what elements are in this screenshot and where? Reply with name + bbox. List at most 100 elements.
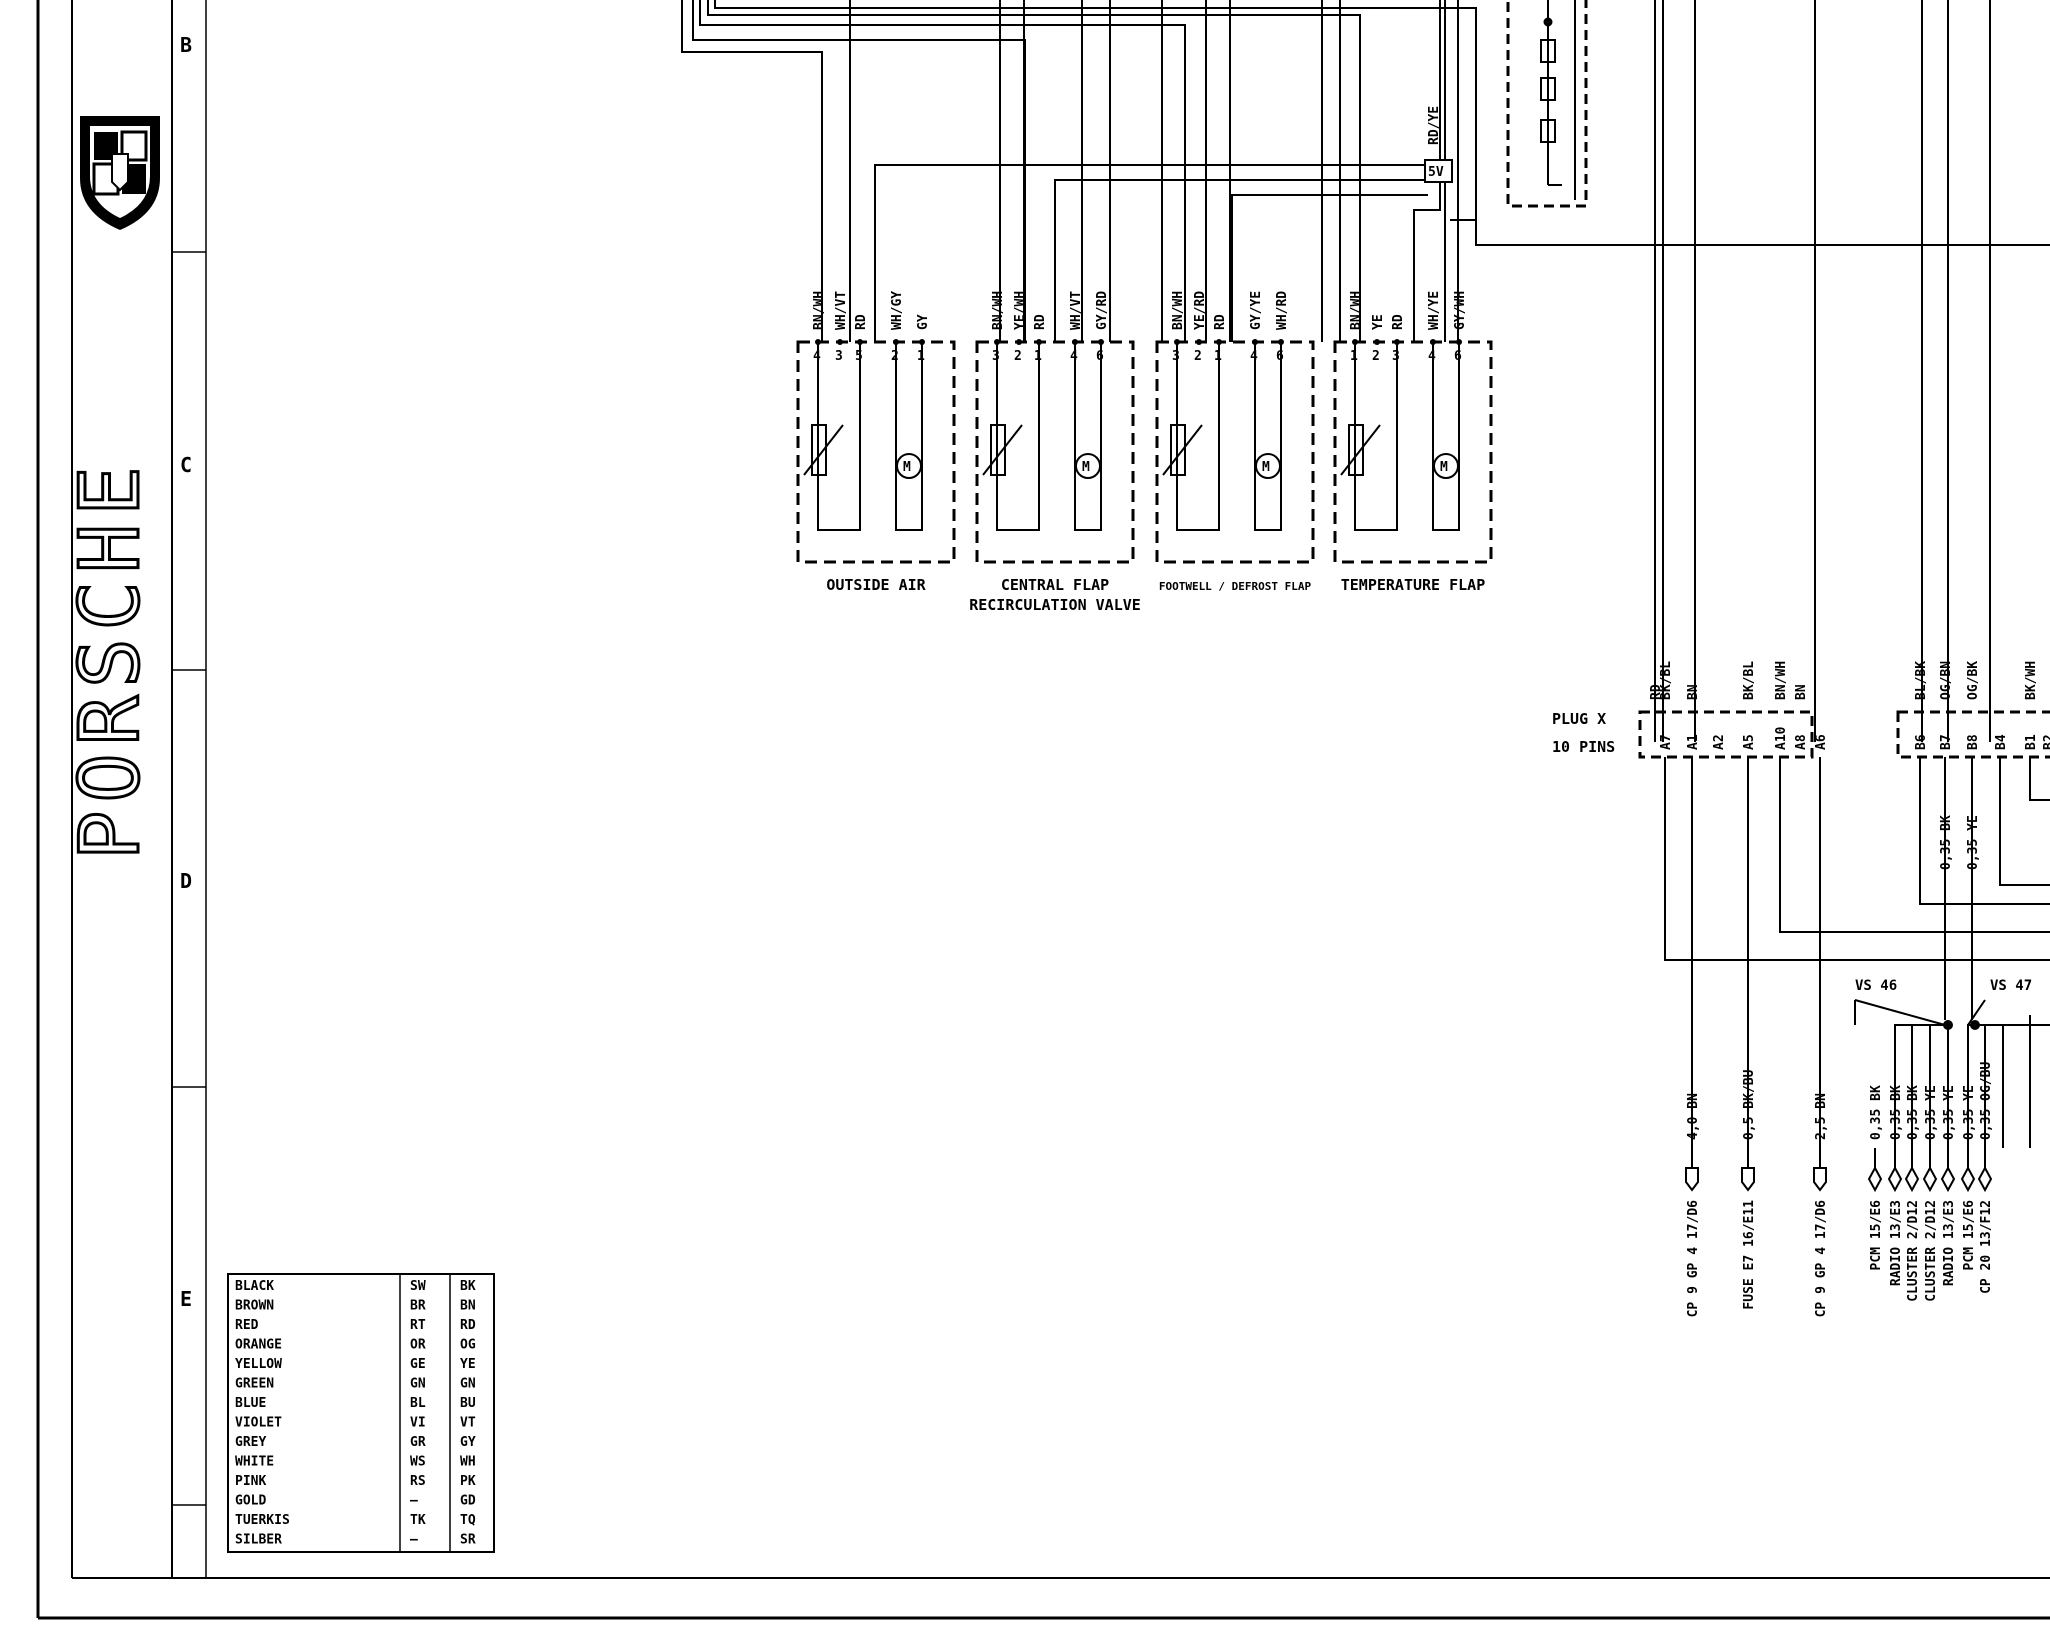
legend-code-en: BK: [460, 1279, 476, 1294]
actuator-wire-label: GY/RD: [1095, 291, 1110, 330]
plug-pin-b: B7: [1939, 734, 1954, 750]
splice-vs47-label: VS 47: [1990, 978, 2032, 994]
connector-wire-label: 0,5 BK/BU: [1742, 1069, 1757, 1140]
plug-wire-label-a: BK/BL: [1742, 661, 1757, 700]
legend-code-en: GD: [460, 1494, 476, 1509]
plug-pin-b: B4: [1994, 734, 2009, 750]
potentiometer-icon: [990, 424, 1006, 476]
connector-wire-label: 0,35 YE: [1962, 1085, 1977, 1140]
actuator-label: OUTSIDE AIR: [826, 576, 926, 594]
motor-icon: [1255, 453, 1281, 479]
actuator-wire-label: WH/YE: [1427, 291, 1442, 330]
connector-target-label: CP 9 GP 4 17/D6: [1814, 1200, 1829, 1318]
plug-wire-label-b: OG/BK: [1966, 661, 1981, 700]
connector-target-label: CP 9 GP 4 17/D6: [1686, 1200, 1701, 1318]
legend-code-de: GE: [410, 1357, 426, 1372]
actuator-wire-label: GY: [916, 314, 931, 330]
actuator-housing: [796, 340, 956, 564]
actuator-wire-label: WH/GY: [890, 291, 905, 330]
connector-terminal-icon: [1813, 1167, 1827, 1192]
resistor-loop: [817, 342, 861, 531]
resistor-loop: [1176, 342, 1220, 531]
plug-pin-a: A1: [1686, 734, 1701, 750]
legend-code-en: RD: [460, 1318, 476, 1333]
plug-pin-wire-label: 0,35 BK: [1939, 815, 1954, 870]
motor-loop: [1254, 342, 1282, 531]
motor-symbol: M: [1082, 460, 1090, 475]
legend-color-name: VIOLET: [235, 1416, 282, 1431]
plug-pin-b: B1: [2024, 734, 2039, 750]
actuator-pin-number: 2: [1372, 349, 1380, 364]
actuator-wire-label: WH/VT: [834, 291, 849, 330]
connector-wire-label: 4,0 BN: [1686, 1093, 1701, 1140]
motor-symbol: M: [903, 460, 911, 475]
actuator-wire-label: BN/WH: [1171, 291, 1186, 330]
actuator-pin-number: 3: [835, 349, 843, 364]
legend-code-de: TK: [410, 1513, 426, 1528]
legend-code-de: GR: [410, 1435, 426, 1450]
connector-terminal-icon: [1904, 1165, 1920, 1193]
legend-code-en: PK: [460, 1474, 476, 1489]
resistor-loop: [1354, 342, 1398, 531]
pin-terminal: [837, 339, 843, 345]
top-wire-bundle: [681, 0, 1477, 342]
legend-color-name: SILBER: [235, 1533, 282, 1548]
connector-wire-label: 0,35 BK: [1869, 1085, 1884, 1140]
connector-wire-label: 0,35 BK: [1889, 1085, 1904, 1140]
actuator-label: RECIRCULATION VALVE: [969, 596, 1141, 614]
connector-terminal-icon: [1960, 1165, 1976, 1193]
connector-wire-label: 0,35 YE: [1924, 1085, 1939, 1140]
connector-terminal-icon: [1867, 1165, 1883, 1193]
plug-pin-a: A8: [1794, 734, 1809, 750]
legend-code-de: RS: [410, 1474, 426, 1489]
actuator-wire-label: WH/VT: [1069, 291, 1084, 330]
potentiometer-wiper: [803, 424, 844, 476]
row-marker-b: B: [180, 33, 192, 57]
supply-wire-label: RD/YE: [1427, 106, 1442, 145]
resistor-loop: [996, 342, 1040, 531]
actuator-wire-label: YE: [1371, 314, 1386, 330]
actuator-housing: [1155, 340, 1315, 564]
legend-code-en: BN: [460, 1299, 476, 1314]
potentiometer-wiper: [982, 424, 1023, 476]
sheet-frame: [36, 0, 2050, 1620]
legend-color-name: ORANGE: [235, 1338, 282, 1353]
legend-color-name: GREY: [235, 1435, 266, 1450]
pin-terminal: [1016, 339, 1022, 345]
actuator-label: TEMPERATURE FLAP: [1341, 576, 1486, 594]
actuator-wire-label: RD: [1213, 314, 1228, 330]
legend-code-de: BL: [410, 1396, 426, 1411]
pin-terminal: [1374, 339, 1380, 345]
connector-target-label: RADIO 13/E3: [1942, 1200, 1957, 1286]
connector-target-label: CLUSTER 2/D12: [1906, 1200, 1921, 1302]
supply-5v-label: 5V: [1428, 165, 1444, 180]
motor-icon: [896, 453, 922, 479]
top-right-component: [1506, 0, 1588, 208]
legend-color-name: WHITE: [235, 1455, 274, 1470]
plug-label: PLUG X: [1552, 710, 1606, 728]
plug-to-connectors-wiring: [1664, 757, 2050, 1148]
connector-target-label: CP 20 13/F12: [1979, 1200, 1994, 1294]
actuator-label: FOOTWELL / DEFROST FLAP: [1159, 580, 1312, 593]
actuator-pin-number: 2: [891, 349, 899, 364]
legend-code-en: GN: [460, 1377, 476, 1392]
plug-wire-label-a: BN: [1794, 684, 1809, 700]
plug-wire-label-a: BN: [1686, 684, 1701, 700]
connector-wire-label: 2,5 BN: [1814, 1093, 1829, 1140]
legend-code-de: GN: [410, 1377, 426, 1392]
actuator-pin-number: 3: [1392, 349, 1400, 364]
splice-vs46: [1854, 999, 1953, 1148]
connector-1: 4,0 BN CP 9 GP 4 17/D6: [1685, 1093, 1701, 1318]
legend-color-name: GOLD: [235, 1494, 266, 1509]
potentiometer-wiper: [1162, 424, 1203, 476]
legend-code-en: YE: [460, 1357, 476, 1372]
